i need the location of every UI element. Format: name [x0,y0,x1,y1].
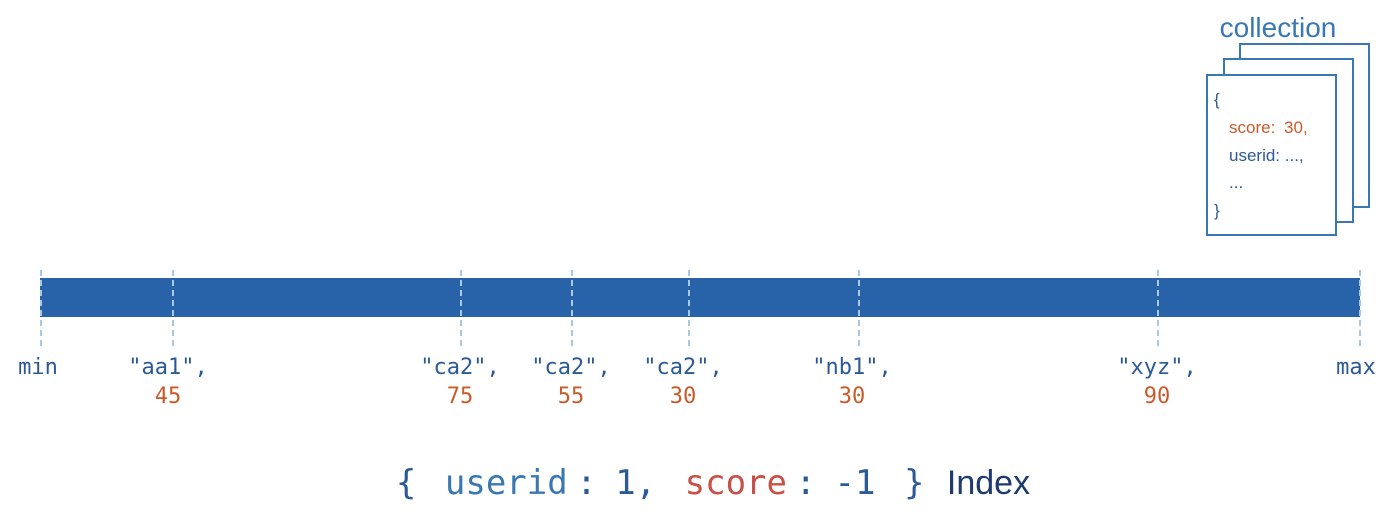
entry-userid: "ca2", [643,355,722,380]
doc-score-value: 30, [1284,118,1308,137]
collection-stack: collection { score: 30, userid: ..., ...… [1206,12,1370,236]
entry-userid: "nb1", [812,355,891,380]
entry-userid: "aa1", [128,355,207,380]
doc-score-field: score: 30, [1229,118,1308,137]
entry-userid: "xyz", [1117,355,1196,380]
caption-open-brace: { [396,463,416,503]
doc-open-brace: { [1214,90,1220,109]
caption-userid-key: userid [445,463,568,503]
entry-score: 55 [558,384,585,409]
entry-userid: "ca2", [531,355,610,380]
caption-index-word: Index [947,464,1030,502]
entry-score: 30 [839,384,866,409]
caption-score-key: score [685,463,787,503]
doc-userid-field: userid: ..., [1229,146,1304,165]
entry-score: 45 [155,384,182,409]
index-entry: "ca2", 30 [643,355,722,409]
entry-userid: "ca2", [420,355,499,380]
document-front [1206,74,1337,236]
collection-title: collection [1220,12,1337,43]
doc-ellipsis: ... [1229,173,1243,192]
index-entry: "xyz", 90 [1117,355,1196,409]
index-entry: "nb1", 30 [812,355,891,409]
caption-colon-1: : [576,463,596,503]
index-entry: "aa1", 45 [128,355,207,409]
max-label: max [1336,355,1376,380]
min-label: min [18,355,58,380]
entry-score: 30 [670,384,697,409]
index-caption: { userid : 1, score : -1 } Index [396,463,1030,503]
index-entry: "ca2", 55 [531,355,610,409]
doc-close-brace: } [1214,201,1220,220]
caption-score-value: -1 [834,463,875,503]
index-ticks [40,270,1361,348]
doc-score-key: score: [1229,118,1275,137]
index-entry: "ca2", 75 [420,355,499,409]
caption-colon-2: : [796,463,816,503]
caption-userid-value: 1, [615,463,656,503]
entry-score: 75 [447,384,474,409]
index-bar [40,278,1360,317]
entry-score: 90 [1144,384,1171,409]
caption-close-brace: } [904,463,924,503]
